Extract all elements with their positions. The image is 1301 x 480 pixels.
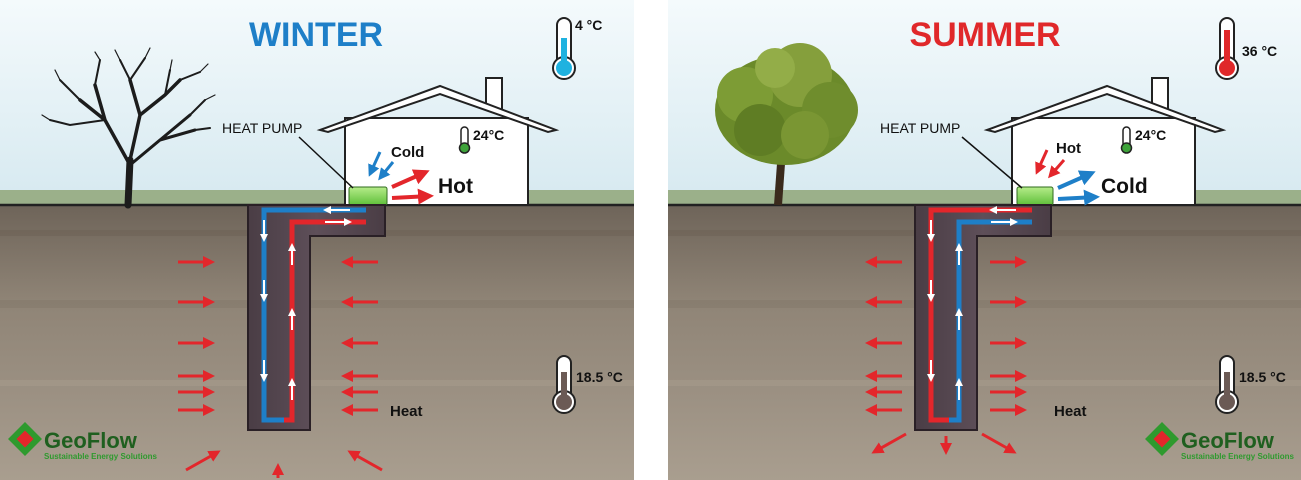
- ground-loop: [914, 204, 1052, 431]
- thermometer-icon: [552, 355, 576, 414]
- heat-pump-unit: [348, 186, 388, 206]
- winter-panel: WINTER 4 °C 24°C: [0, 0, 634, 480]
- heat-pump-label: HEAT PUMP: [222, 120, 302, 136]
- ground-loop: [247, 204, 386, 431]
- intake-label: Hot: [1056, 140, 1081, 157]
- cold-intake-arrow: [378, 161, 395, 181]
- season-title: WINTER: [249, 16, 383, 54]
- grass: [0, 190, 634, 205]
- outside-temperature: 4 °C: [575, 17, 602, 33]
- season-title: SUMMER: [909, 16, 1060, 54]
- geoflow-logo: GeoFlow Sustainable Energy Solutions: [1145, 422, 1294, 461]
- cold-intake-arrow: [368, 151, 382, 177]
- hot-output-arrow: [391, 169, 430, 189]
- thermometer-icon: [552, 17, 576, 80]
- thermometer-icon: [1215, 17, 1239, 80]
- summer-panel: SUMMER 36 °C 24°C: [668, 0, 1301, 480]
- logo-tagline: Sustainable Energy Solutions: [44, 452, 157, 461]
- pointer-line: [961, 136, 1023, 189]
- logo-tagline: Sustainable Energy Solutions: [1181, 452, 1294, 461]
- thermometer-icon: [458, 126, 471, 154]
- heat-label: Heat: [390, 403, 423, 420]
- cold-output-arrow: [1057, 170, 1096, 190]
- output-label: Cold: [1101, 175, 1148, 198]
- cold-output-arrow: [1057, 189, 1100, 206]
- logo-name: GeoFlow: [44, 428, 138, 453]
- ground-temperature: 18.5 °C: [576, 369, 623, 385]
- soil: [0, 205, 634, 480]
- hot-intake-arrow: [1048, 159, 1066, 179]
- hot-output-arrow: [391, 188, 434, 205]
- thermometer-icon: [1120, 126, 1133, 154]
- ground-temperature: 18.5 °C: [1239, 369, 1286, 385]
- heat-arrows: [178, 256, 383, 478]
- indoor-temperature: 24°C: [1135, 127, 1166, 143]
- intake-label: Cold: [391, 144, 424, 161]
- bare-tree-icon: [41, 47, 216, 209]
- output-label: Hot: [438, 175, 473, 198]
- logo-name: GeoFlow: [1181, 428, 1275, 453]
- leafy-tree-icon: [715, 43, 858, 206]
- indoor-temperature: 24°C: [473, 127, 504, 143]
- thermometer-icon: [1215, 355, 1239, 414]
- heat-pump-label: HEAT PUMP: [880, 120, 960, 136]
- grass: [668, 190, 1301, 205]
- outside-temperature: 36 °C: [1242, 43, 1277, 59]
- panel-divider: [634, 0, 668, 480]
- heat-arrows: [865, 256, 1027, 455]
- hot-intake-arrow: [1035, 149, 1049, 175]
- heat-pump-unit: [1016, 186, 1054, 206]
- heat-label: Heat: [1054, 403, 1087, 420]
- pointer-line: [298, 136, 354, 189]
